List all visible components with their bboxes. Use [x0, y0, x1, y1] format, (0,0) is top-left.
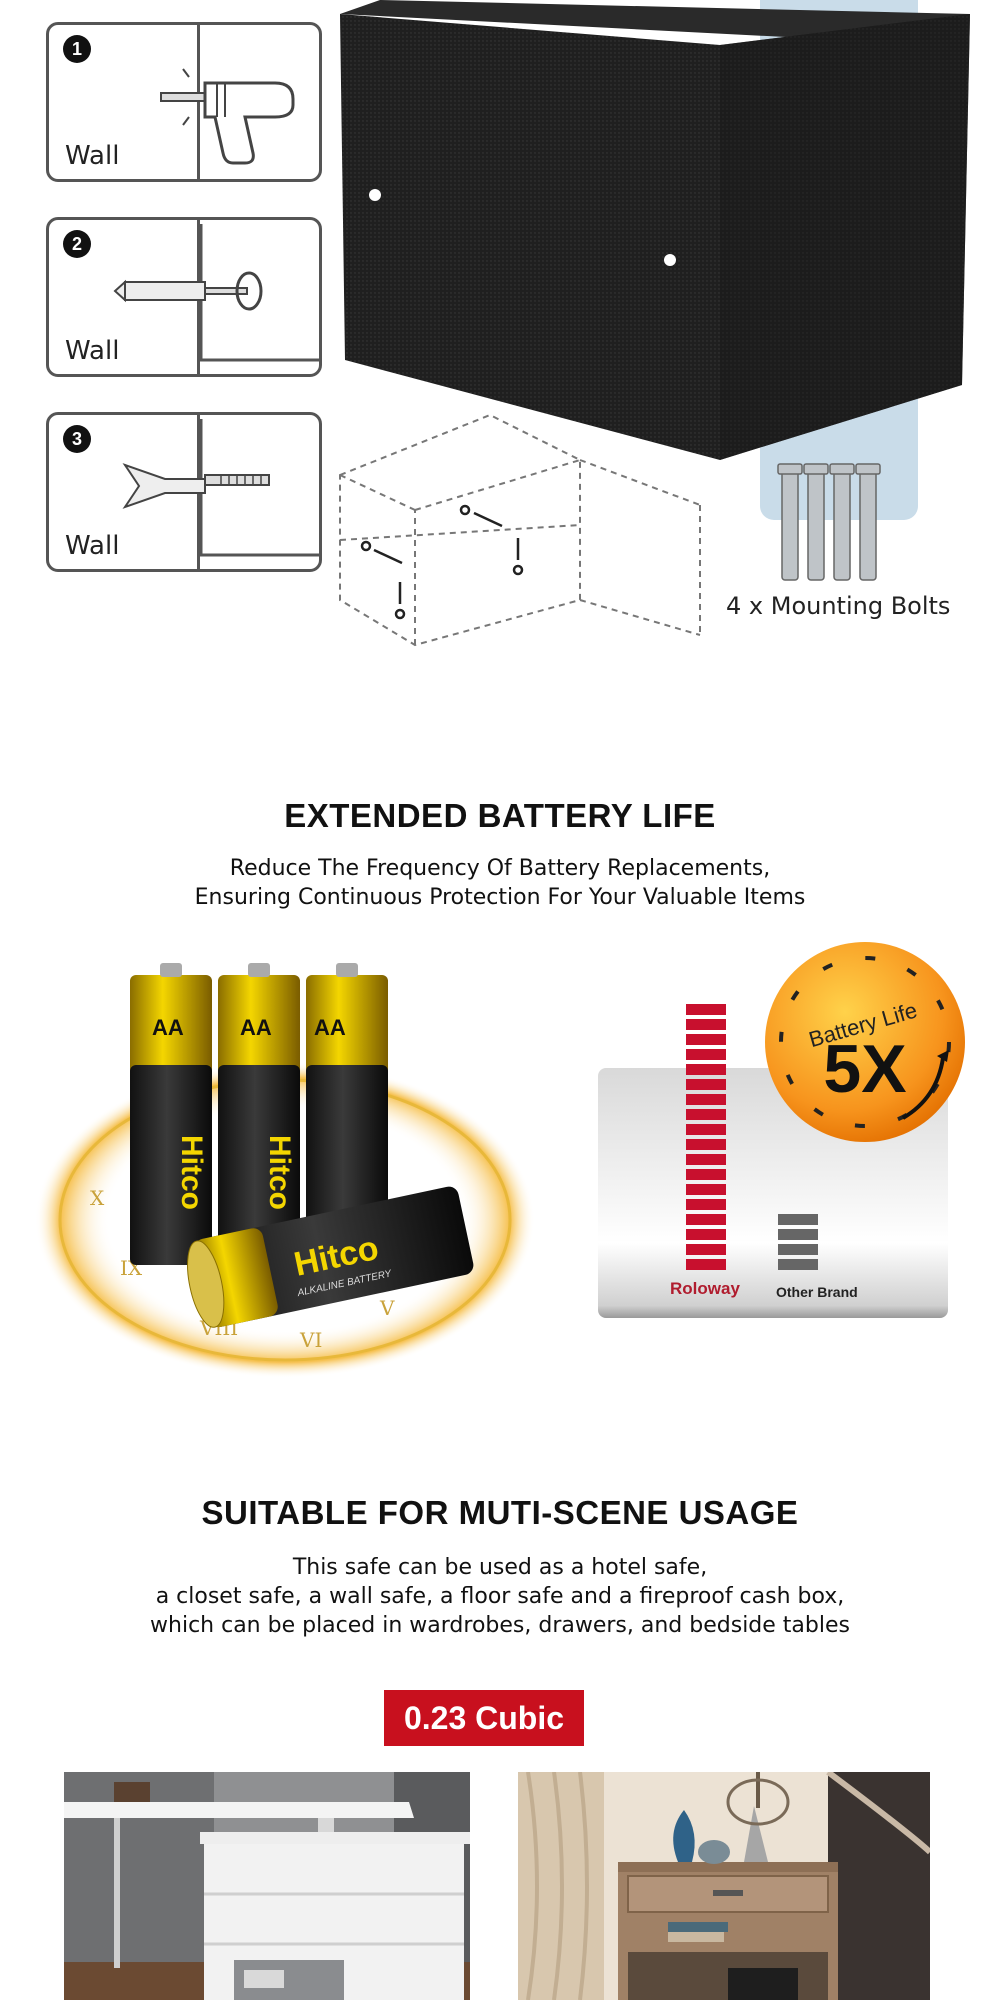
battery-bars [686, 1004, 818, 1270]
bolt-fastened-icon [122, 419, 321, 557]
step-number: 2 [63, 230, 91, 258]
step-number: 3 [63, 425, 91, 453]
scene-line3: which can be placed in wardrobes, drawer… [150, 1613, 850, 1638]
svg-text:X: X [90, 1186, 105, 1210]
install-step-1: 1 Wall [46, 22, 322, 182]
bar-segment [778, 1259, 818, 1270]
svg-text:Hitco: Hitco [175, 1135, 208, 1210]
scene-line2: a closet safe, a wall safe, a floor safe… [155, 1584, 845, 1609]
roloway-label: Roloway [670, 1279, 740, 1298]
battery-subtitle-line1: Reduce The Frequency Of Battery Replacem… [229, 856, 771, 881]
bar-segment [686, 1019, 726, 1030]
drill-icon [160, 68, 295, 165]
bar-segment [686, 1259, 726, 1270]
battery-life-badge: Battery Life 5X [765, 942, 965, 1142]
badge-line2: 5X [823, 1031, 906, 1107]
svg-text:Hitco: Hitco [263, 1135, 296, 1210]
wall-label: Wall [65, 336, 120, 366]
svg-text:AA: AA [314, 1015, 346, 1040]
aa-battery-standing [218, 963, 300, 1255]
bar-segment [686, 1169, 726, 1180]
battery-section-title: EXTENDED BATTERY LIFE [284, 797, 716, 834]
bar-segment [686, 1109, 726, 1120]
bar-segment [686, 1079, 726, 1090]
bar-segment [686, 1049, 726, 1060]
wall-label: Wall [65, 531, 120, 561]
bar-segment [778, 1214, 818, 1225]
other-brand-label: Other Brand [776, 1284, 858, 1300]
bar-other-brand [778, 1214, 818, 1270]
bar-segment [686, 1229, 726, 1240]
install-step-3: 3 Wall [46, 412, 322, 572]
bar-segment [778, 1229, 818, 1240]
aa-battery-standing [130, 963, 212, 1265]
step-number: 1 [63, 35, 91, 63]
bar-segment [686, 1199, 726, 1210]
aa-battery-standing [306, 963, 388, 1245]
svg-text:VI: VI [299, 1328, 322, 1352]
install-step-2: 2 Wall [46, 217, 322, 377]
safe-mounting-illustration [339, 0, 970, 647]
bar-segment [686, 1064, 726, 1075]
bar-segment [686, 1244, 726, 1255]
svg-text:AA: AA [152, 1015, 184, 1040]
wall-label: Wall [65, 141, 120, 171]
bar-segment [686, 1004, 726, 1015]
mounting-bolts-label: 4 x Mounting Bolts [726, 592, 951, 620]
bar-segment [686, 1094, 726, 1105]
scene-line1: This safe can be used as a hotel safe, [292, 1555, 708, 1580]
office-desk-photo [64, 1772, 470, 2000]
bar-segment [686, 1139, 726, 1150]
capacity-badge: 0.23 Cubic [384, 1690, 584, 1746]
bar-segment [686, 1214, 726, 1225]
aa-battery-lying: Hitco ALKALINE BATTERY [187, 1186, 474, 1328]
svg-text:V: V [379, 1296, 395, 1320]
bar-segment [686, 1184, 726, 1195]
svg-text:AA: AA [240, 1015, 272, 1040]
bar-segment [778, 1244, 818, 1255]
battery-subtitle-line2: Ensuring Continuous Protection For Your … [194, 885, 806, 910]
scene-section-title: SUITABLE FOR MUTI-SCENE USAGE [201, 1494, 799, 1531]
bar-segment [686, 1154, 726, 1165]
anchor-insert-icon [113, 224, 321, 362]
bar-segment [686, 1034, 726, 1045]
mounting-bolts-icon [777, 463, 881, 581]
bar-segment [686, 1124, 726, 1135]
bar-roloway [686, 1004, 726, 1270]
bedside-table-photo [518, 1772, 930, 2000]
